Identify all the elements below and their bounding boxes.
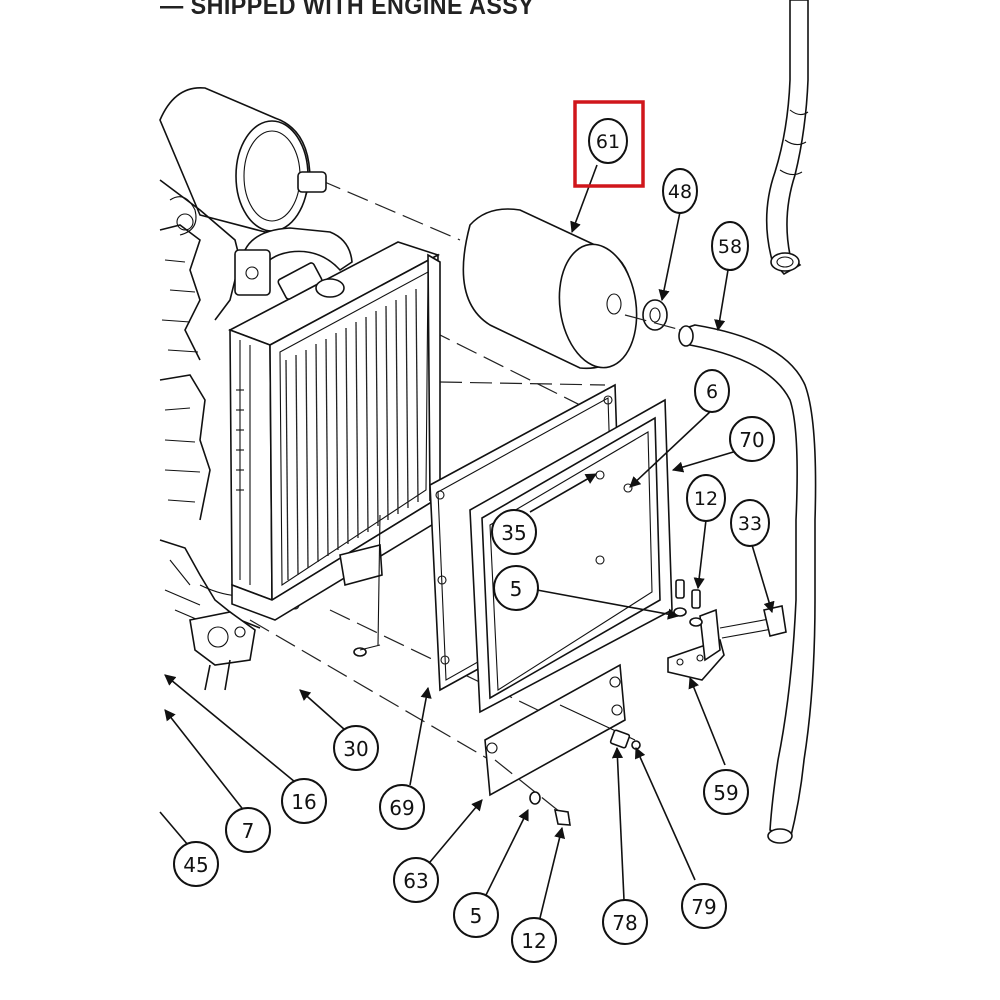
callout-5-upper[interactable]: 5: [493, 565, 539, 611]
callout-45[interactable]: 45: [173, 841, 219, 887]
svg-text:69: 69: [389, 796, 414, 820]
callout-16[interactable]: 16: [281, 778, 327, 824]
hose-58-part: [678, 324, 817, 844]
shipped-with-engine-note: — SHIPPED WITH ENGINE ASSY: [160, 0, 535, 20]
svg-text:58: 58: [718, 236, 742, 258]
callout-63[interactable]: 63: [393, 857, 439, 903]
svg-text:5: 5: [510, 577, 523, 601]
callout-5-lower[interactable]: 5: [453, 892, 499, 938]
svg-text:6: 6: [706, 381, 718, 403]
callout-30[interactable]: 30: [333, 725, 379, 771]
svg-text:59: 59: [713, 781, 738, 805]
svg-text:16: 16: [291, 790, 316, 814]
svg-text:12: 12: [694, 488, 718, 510]
callout-33[interactable]: 33: [730, 499, 770, 547]
svg-text:30: 30: [343, 737, 368, 761]
callout-59[interactable]: 59: [703, 769, 749, 815]
bracket-59: [667, 579, 787, 681]
callout-6[interactable]: 6: [694, 369, 730, 413]
cover-plate-63: [484, 663, 626, 826]
svg-text:78: 78: [612, 911, 637, 935]
svg-text:63: 63: [403, 869, 428, 893]
clamp-78-79: [559, 704, 641, 750]
svg-text:79: 79: [691, 895, 716, 919]
callout-58[interactable]: 58: [711, 221, 749, 271]
svg-text:5: 5: [470, 904, 483, 928]
radiator-fins: [285, 288, 419, 581]
callout-78[interactable]: 78: [602, 899, 648, 945]
svg-text:45: 45: [183, 853, 208, 877]
intake-pipe: [765, 0, 809, 276]
leader-lines: [159, 164, 775, 919]
callout-48[interactable]: 48: [662, 168, 698, 214]
callout-12-upper[interactable]: 12: [686, 474, 726, 522]
callout-70[interactable]: 70: [729, 416, 775, 462]
callout-12-lower[interactable]: 12: [511, 917, 557, 963]
highlight-box: [573, 100, 645, 188]
svg-text:48: 48: [668, 181, 692, 203]
svg-text:33: 33: [738, 513, 762, 535]
air-filter-element: [462, 208, 638, 370]
svg-text:70: 70: [739, 428, 764, 452]
svg-text:35: 35: [501, 521, 526, 545]
callout-35[interactable]: 35: [491, 509, 537, 555]
svg-text:12: 12: [521, 929, 546, 953]
callout-61[interactable]: 61: [588, 118, 628, 164]
callout-79[interactable]: 79: [681, 883, 727, 929]
svg-text:61: 61: [596, 131, 620, 153]
radiator: [228, 241, 441, 657]
callout-7[interactable]: 7: [225, 807, 271, 853]
engine-assembly: [159, 87, 353, 691]
svg-text:7: 7: [242, 819, 255, 843]
callout-69[interactable]: 69: [379, 784, 425, 830]
